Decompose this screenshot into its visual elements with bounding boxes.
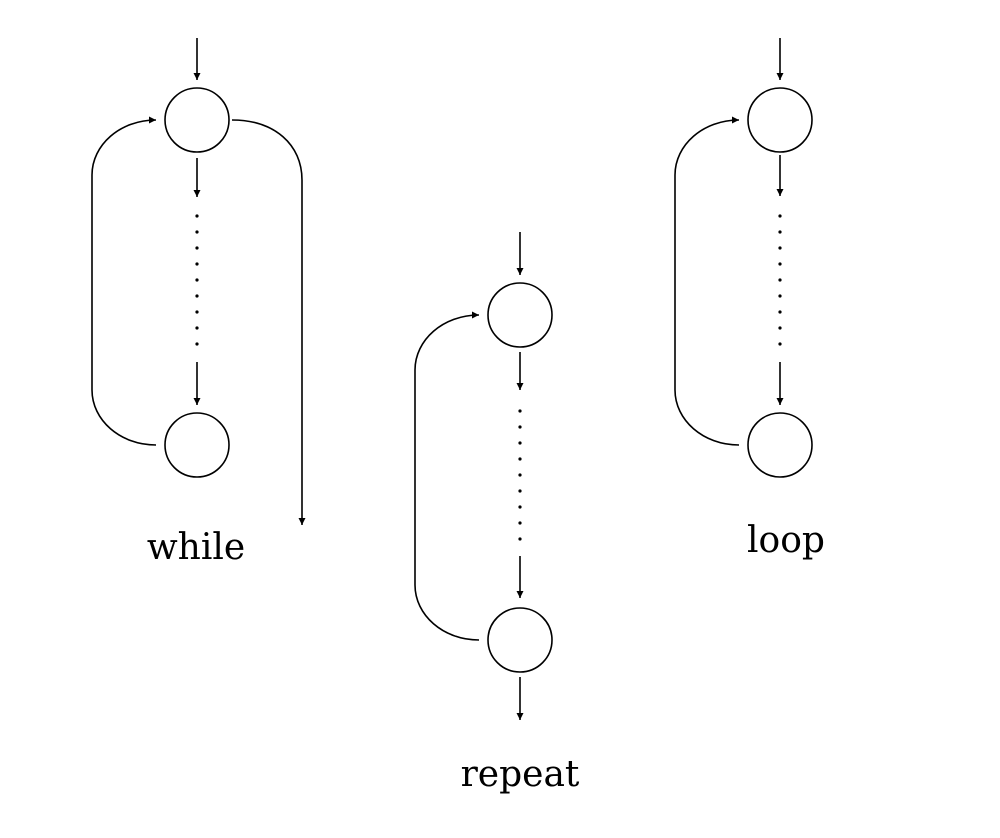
loop-construct: loop <box>674 38 825 561</box>
loop-top-node <box>747 87 813 153</box>
repeat-top-node <box>487 282 553 348</box>
repeat-bottom-node <box>487 607 553 673</box>
loop-bottom-node <box>747 412 813 478</box>
while-label: while <box>147 527 245 568</box>
while-exit-edge <box>231 119 306 525</box>
repeat-back-edge <box>414 311 480 641</box>
loop-back-edge <box>674 116 740 446</box>
while-back-edge <box>91 116 157 446</box>
loop-body-ellipsis <box>778 214 782 346</box>
repeat-label: repeat <box>461 754 580 795</box>
while-construct: while <box>91 38 306 568</box>
loop-label: loop <box>747 520 825 561</box>
while-top-node <box>164 87 230 153</box>
repeat-body-ellipsis <box>518 409 522 541</box>
while-bottom-node <box>164 412 230 478</box>
while-body-ellipsis <box>195 214 199 346</box>
repeat-construct: repeat <box>414 232 580 795</box>
